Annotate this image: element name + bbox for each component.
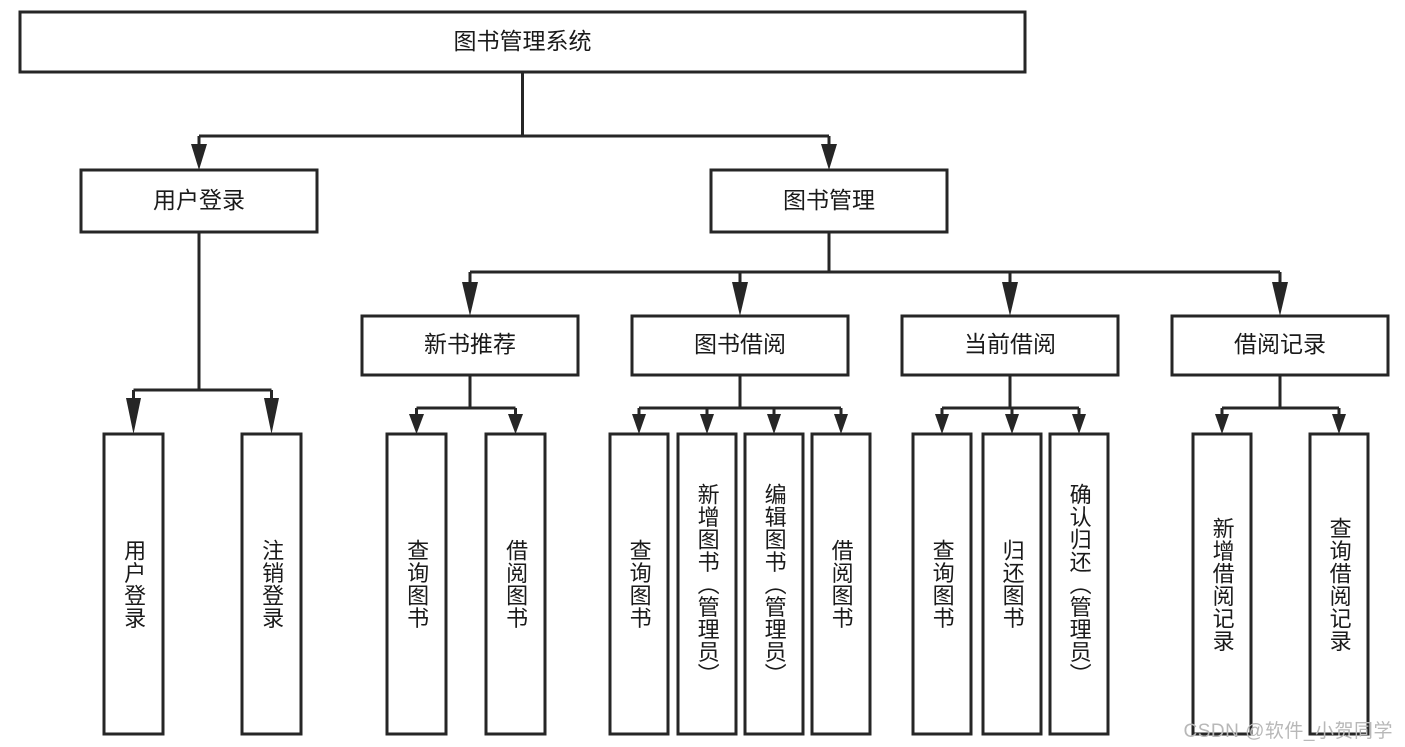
node-root-label: 图书管理系统 bbox=[454, 28, 592, 54]
node-leaf-confirm-return-box[interactable] bbox=[1048, 432, 1110, 736]
node-leaf-add-record-box[interactable] bbox=[1191, 432, 1253, 736]
arrow-head-leaf-borrow-book-1 bbox=[508, 414, 523, 434]
arrow-head-leaf-edit-book bbox=[767, 414, 781, 434]
node-book-manage-box[interactable] bbox=[709, 168, 949, 234]
node-root-box[interactable] bbox=[18, 10, 1027, 74]
node-leaf-query-book-1-box[interactable] bbox=[385, 432, 448, 736]
node-current-borrow[interactable]: 当前借阅 bbox=[900, 314, 1120, 377]
node-borrow-record[interactable]: 借阅记录 bbox=[1170, 314, 1390, 377]
node-leaf-query-record-box[interactable] bbox=[1308, 432, 1370, 736]
connector-group-book-borrow-to-leaves bbox=[632, 375, 848, 434]
node-book-borrow[interactable]: 图书借阅 bbox=[630, 314, 850, 377]
node-borrow-record-label: 借阅记录 bbox=[1234, 331, 1326, 357]
node-book-manage[interactable]: 图书管理 bbox=[709, 168, 949, 234]
arrow-head-leaf-user-login bbox=[126, 398, 141, 434]
node-leaf-query-book-3-box[interactable] bbox=[911, 432, 973, 736]
node-current-borrow-label: 当前借阅 bbox=[964, 331, 1056, 357]
connector-group-root-to-level2 bbox=[191, 72, 837, 170]
node-root[interactable]: 图书管理系统 bbox=[18, 10, 1027, 74]
arrow-head-leaf-query-book-2 bbox=[632, 414, 646, 434]
arrow-head-leaf-query-book-3 bbox=[935, 414, 949, 434]
node-current-borrow-box[interactable] bbox=[900, 314, 1120, 377]
node-leaf-edit-book-box[interactable] bbox=[743, 432, 805, 736]
node-book-manage-label: 图书管理 bbox=[783, 187, 875, 213]
node-leaf-query-book-2-box[interactable] bbox=[608, 432, 670, 736]
arrow-head-book-borrow bbox=[732, 282, 748, 316]
connector-group-borrow-record-to-leaves bbox=[1215, 375, 1346, 434]
arrow-head-leaf-return-book bbox=[1005, 414, 1019, 434]
node-leaf-user-login-box[interactable] bbox=[102, 432, 165, 736]
node-borrow-record-box[interactable] bbox=[1170, 314, 1390, 377]
node-new-book-rec-label: 新书推荐 bbox=[424, 331, 516, 357]
arrow-head-leaf-confirm-return bbox=[1072, 414, 1086, 434]
arrow-head-leaf-add-book bbox=[700, 414, 714, 434]
arrow-head-current-borrow bbox=[1002, 282, 1018, 316]
node-user-login[interactable]: 用户登录 bbox=[79, 168, 319, 234]
node-user-login-label: 用户登录 bbox=[153, 187, 245, 213]
connector-group-book-manage-to-level3 bbox=[462, 232, 1288, 316]
arrow-head-leaf-logout bbox=[264, 398, 279, 434]
arrow-head-borrow-record bbox=[1272, 282, 1288, 316]
node-user-login-box[interactable] bbox=[79, 168, 319, 234]
arrow-head-new-book-rec bbox=[462, 282, 478, 316]
node-new-book-rec[interactable]: 新书推荐 bbox=[360, 314, 580, 377]
connector-group-current-borrow-to-leaves bbox=[935, 375, 1086, 434]
node-book-borrow-label: 图书借阅 bbox=[694, 331, 786, 357]
watermark-text: CSDN @软件_小贺同学 bbox=[1183, 721, 1393, 742]
connector-group-new-book-rec-to-leaves bbox=[409, 375, 523, 434]
arrow-head-leaf-query-record bbox=[1332, 414, 1346, 434]
arrow-head-leaf-add-record bbox=[1215, 414, 1229, 434]
node-leaf-return-book-box[interactable] bbox=[981, 432, 1043, 736]
arrow-head-leaf-borrow-book-2 bbox=[834, 414, 848, 434]
connector-group-user-login-to-leaves bbox=[126, 232, 279, 434]
node-book-borrow-box[interactable] bbox=[630, 314, 850, 377]
arrow-head-book-manage bbox=[821, 144, 837, 170]
node-leaf-borrow-book-1-box[interactable] bbox=[484, 432, 547, 736]
node-leaf-logout-box[interactable] bbox=[240, 432, 303, 736]
arrow-head-user-login bbox=[191, 144, 207, 170]
node-leaf-borrow-book-2-box[interactable] bbox=[810, 432, 872, 736]
node-leaf-add-book-box[interactable] bbox=[676, 432, 738, 736]
arrow-head-leaf-query-book-1 bbox=[409, 414, 424, 434]
node-new-book-rec-box[interactable] bbox=[360, 314, 580, 377]
